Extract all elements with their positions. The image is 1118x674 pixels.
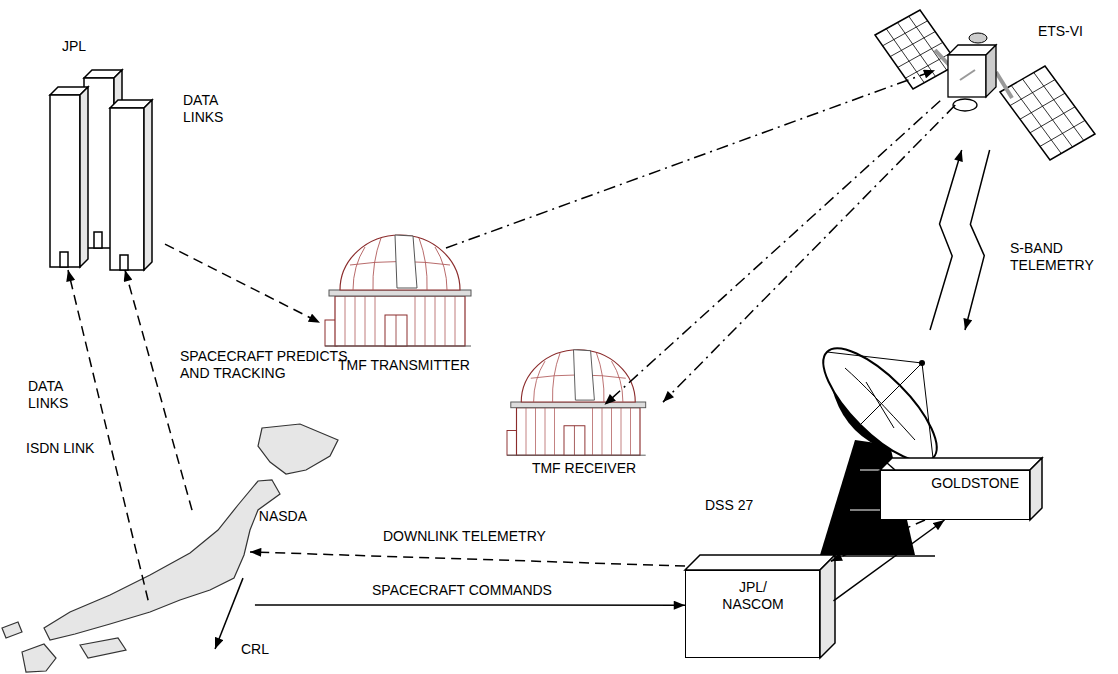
japan-map bbox=[2, 424, 338, 672]
facility-box: GOLDSTONE bbox=[880, 470, 1030, 520]
edge-label: DATA LINKS bbox=[183, 92, 243, 126]
edge-label: SPACECRAFT COMMANDS bbox=[372, 582, 552, 599]
dss-27-antenna bbox=[800, 332, 953, 556]
antenna-station: DSS 27 bbox=[700, 330, 965, 565]
connector bbox=[834, 520, 945, 601]
node-label: JPL bbox=[62, 38, 86, 55]
facility-box: JPL/ NASCOM bbox=[685, 570, 820, 658]
satellite-ets-vi bbox=[875, 10, 1095, 160]
building-group: JPL bbox=[40, 35, 165, 270]
connector bbox=[663, 105, 955, 402]
edge-label: SPACECRAFT PREDICTS AND TRACKING bbox=[180, 348, 365, 382]
node-label: TMF RECEIVER bbox=[505, 460, 663, 477]
edge-label: S-BAND TELEMETRY bbox=[1010, 240, 1110, 274]
connector bbox=[255, 604, 685, 606]
connector bbox=[165, 244, 320, 323]
connector bbox=[446, 70, 935, 248]
map-site: NASDA bbox=[185, 505, 315, 608]
connector bbox=[965, 150, 990, 330]
node-label: GOLDSTONE bbox=[931, 475, 1019, 492]
map-site: CRL bbox=[140, 595, 275, 660]
connector bbox=[68, 270, 148, 600]
satellite: ETS-VI bbox=[880, 5, 1095, 150]
node-label: JPL/ NASCOM bbox=[716, 579, 790, 613]
node-label: ETS-VI bbox=[1038, 23, 1083, 40]
jpl-buildings bbox=[50, 70, 152, 270]
link-label: DATA LINKS bbox=[28, 378, 78, 412]
telescope-facility: TMF RECEIVER bbox=[505, 340, 663, 478]
connector bbox=[125, 270, 192, 510]
edge-label: ISDN LINK bbox=[26, 440, 94, 457]
node-label: CRL bbox=[241, 641, 269, 658]
connector bbox=[605, 101, 941, 405]
connector bbox=[215, 578, 243, 649]
connector bbox=[831, 520, 925, 561]
node-label: DSS 27 bbox=[705, 497, 753, 514]
connector bbox=[930, 150, 962, 330]
node-label: NASDA bbox=[259, 508, 307, 525]
goldstone-building bbox=[880, 458, 1042, 520]
edge-label: DOWNLINK TELEMETRY bbox=[383, 528, 546, 545]
nascom-building bbox=[685, 555, 835, 658]
connector bbox=[870, 448, 895, 471]
connector bbox=[250, 552, 685, 566]
